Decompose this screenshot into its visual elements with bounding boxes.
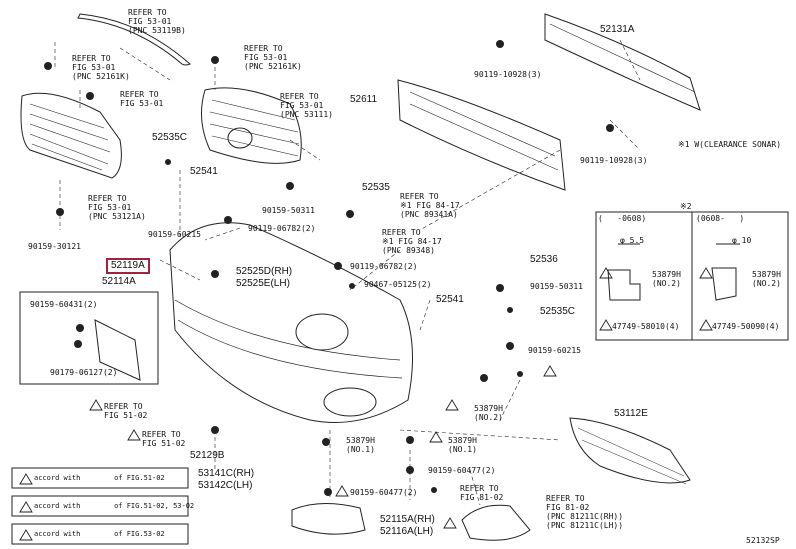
part-52129B[interactable]: 52129B [190, 450, 225, 461]
part-52119A-highlight[interactable]: 52119A [106, 258, 150, 274]
part-90119-10928-a[interactable]: 90119-10928(3) [474, 70, 542, 79]
radiator-grille-left [20, 92, 122, 179]
grille-molding [77, 13, 191, 66]
radiator-grille-right [200, 87, 302, 164]
ref-84-17-b: REFER TO ※1 FIG 84-17 (PNC 89348) [382, 228, 442, 255]
part-52541-b[interactable]: 52541 [436, 294, 464, 305]
ref-81-02-b: REFER TO FIG 81-02 (PNC 81211C(RH)) (PNC… [546, 494, 624, 530]
bumper-cover [169, 222, 413, 423]
lower-grille [569, 417, 691, 484]
part-53879H-b[interactable]: 53879H (NO.1) [346, 436, 375, 454]
part-90179-06127[interactable]: 90179-06127(2) [50, 368, 118, 377]
ref-53-01-c: REFER TO FIG 53-01 [120, 90, 164, 108]
ref-51-02-a: REFER TO FIG 51-02 [104, 402, 148, 420]
detail-right-part[interactable]: 53879H (NO.2) [752, 270, 781, 288]
detail-left-dim: φ 5.5 [620, 236, 645, 245]
part-53879H-a[interactable]: 53879H (NO.2) [474, 404, 503, 422]
part-53141C[interactable]: 53141C(RH) [198, 468, 255, 479]
part-53112E[interactable]: 53112E [614, 408, 648, 419]
detail-mark: ※2 [680, 202, 692, 211]
ref-53-01-b: REFER TO FIG 53-01 (PNC 52161K) [72, 54, 130, 81]
side-spoiler [291, 502, 366, 535]
part-52116A[interactable]: 52116A(LH) [380, 526, 434, 537]
part-52131A[interactable]: 52131A [600, 24, 635, 35]
detail-left-header: ( -0608) [598, 214, 647, 223]
ref-53-01-d: REFER TO FIG 53-01 (PNC 52161K) [244, 44, 302, 71]
part-90119-06782-b[interactable]: 90119-06782(2) [350, 262, 418, 271]
detail-left-bolt[interactable]: 47749-58010(4) [612, 322, 680, 331]
part-90159-30121[interactable]: 90159-30121 [28, 242, 81, 251]
part-90159-60477-a[interactable]: 90159-60477(2) [428, 466, 496, 475]
part-90119-06782-a[interactable]: 90119-06782(2) [248, 224, 316, 233]
energy-absorber [397, 79, 566, 191]
part-52611[interactable]: 52611 [350, 94, 378, 105]
figure-code: 52132SP [746, 536, 780, 545]
part-52536[interactable]: 52536 [530, 254, 558, 265]
clearance-note: ※1 W(CLEARANCE SONAR) [678, 140, 782, 149]
detail-right-bolt[interactable]: 47749-50090(4) [712, 322, 780, 331]
part-52525D[interactable]: 52525D(RH) [236, 266, 293, 277]
detail-left-part[interactable]: 53879H (NO.2) [652, 270, 681, 288]
ref-81-02-a: REFER TO FIG 81-02 [460, 484, 504, 502]
part-90159-60215-b[interactable]: 90159-60215 [528, 346, 581, 355]
part-90467-05125[interactable]: 90467-05125(2) [364, 280, 432, 289]
bumper-reinforcement [544, 13, 701, 111]
part-52115A[interactable]: 52115A(RH) [380, 514, 435, 525]
part-52114A[interactable]: 52114A [102, 276, 136, 287]
ref-51-02-b: REFER TO FIG 51-02 [142, 430, 186, 448]
part-90159-50311-a[interactable]: 90159-50311 [262, 206, 315, 215]
ref-53-01-e: REFER TO FIG 53-01 (PNC 53111) [280, 92, 333, 119]
ref-53-01-a: REFER TO FIG 53-01 (PNC 53119B) [128, 8, 186, 35]
part-52541-a[interactable]: 52541 [190, 166, 218, 177]
part-90159-60215-a[interactable]: 90159-60215 [148, 230, 201, 239]
part-52535C-a[interactable]: 52535C [152, 132, 188, 143]
ref-84-17-a: REFER TO ※1 FIG 84-17 (PNC 89341A) [400, 192, 460, 219]
ref-53-01-f: REFER TO FIG 53-01 (PNC 53121A) [88, 194, 146, 221]
part-90159-60477-b[interactable]: 90159-60477(2) [350, 488, 418, 497]
detail-right-dim: φ 10 [732, 236, 752, 245]
legend-line-3: accord with of FIG.53-02 [34, 530, 165, 538]
part-90159-60431[interactable]: 90159-60431(2) [30, 300, 98, 309]
part-90119-10928-b[interactable]: 90119-10928(3) [580, 156, 648, 165]
detail-right-header: (0608- ) [696, 214, 745, 223]
fog-lamp [461, 504, 531, 541]
legend-line-2: accord with of FIG.51-02, 53-02 [34, 502, 195, 510]
part-90159-50311-b[interactable]: 90159-50311 [530, 282, 583, 291]
part-52535C-b[interactable]: 52535C [540, 306, 576, 317]
part-53879H-c[interactable]: 53879H (NO.1) [448, 436, 477, 454]
legend-line-1: accord with of FIG.51-02 [34, 474, 165, 482]
side-bracket [94, 319, 141, 381]
part-53142C[interactable]: 53142C(LH) [198, 480, 253, 491]
part-52525E[interactable]: 52525E(LH) [236, 278, 290, 289]
part-52535[interactable]: 52535 [362, 182, 390, 193]
